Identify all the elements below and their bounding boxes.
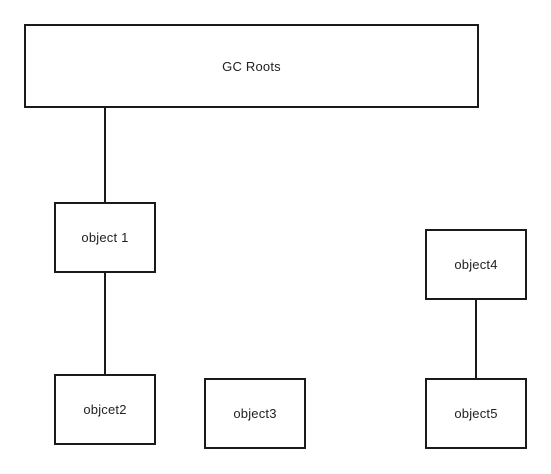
object3-label: object3	[233, 406, 277, 421]
object4-node: object4	[425, 229, 527, 300]
object5-label: object5	[454, 406, 498, 421]
gc-roots-label: GC Roots	[222, 58, 281, 74]
object1-node: object 1	[54, 202, 156, 273]
object4-label: object4	[454, 257, 498, 272]
object2-node: objcet2	[54, 374, 156, 445]
object5-node: object5	[425, 378, 527, 449]
object2-label: objcet2	[83, 402, 127, 417]
object1-label: object 1	[81, 230, 129, 245]
gc-roots-node: GC Roots	[24, 24, 479, 108]
object3-node: object3	[204, 378, 306, 449]
